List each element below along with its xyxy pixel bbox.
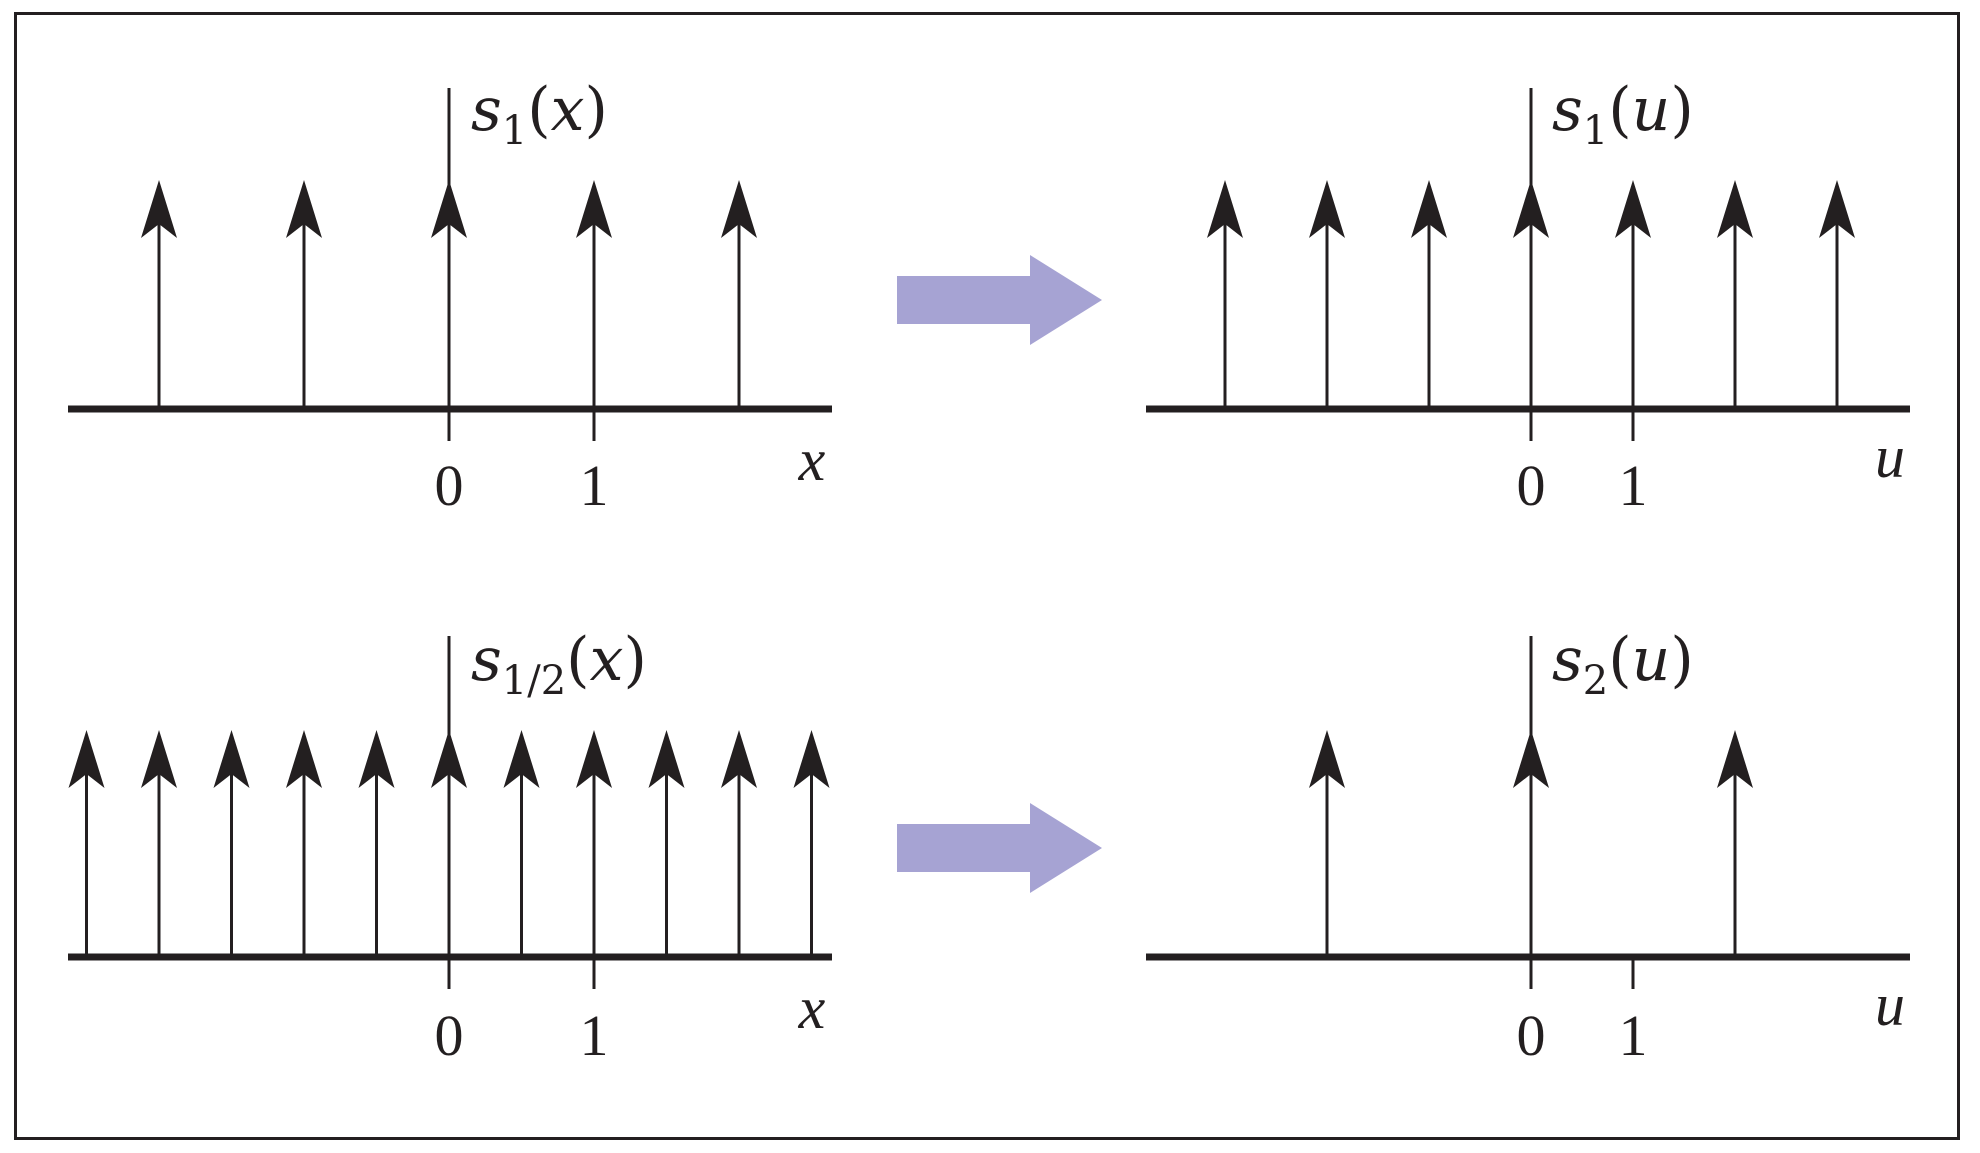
panel-top-left-tick-label-1: 1 <box>580 453 609 518</box>
figure-border <box>14 12 1960 1140</box>
panel-bottom-right-axis-variable: u <box>1875 972 1905 1038</box>
panel-bottom-right-spike-head-2 <box>1717 730 1753 788</box>
panel-bottom-right-function-label: s2(u) <box>1552 625 1694 704</box>
transform-arrow-bottom <box>897 803 1102 893</box>
panel-top-left-spike-head-1 <box>286 180 322 238</box>
panel-bottom-left-spike-head-1 <box>141 730 177 788</box>
panel-bottom-right-spike-head-1 <box>1513 730 1549 788</box>
panel-top-right-spike-head-3 <box>1513 180 1549 238</box>
panel-bottom-left-spike-head-3 <box>286 730 322 788</box>
panel-bottom-left-spike-head-2 <box>213 730 250 788</box>
panel-bottom-left-spike-head-6 <box>503 730 540 788</box>
panel-bottom-left-spike-head-7 <box>576 730 612 788</box>
transform-arrow-top <box>897 255 1102 345</box>
panel-bottom-right-tick-label-0: 0 <box>1517 1003 1546 1068</box>
panel-top-right-spike-head-0 <box>1207 180 1243 238</box>
panel-top-right-spike-head-1 <box>1309 180 1345 238</box>
panel-top-right-function-label: s1(u) <box>1552 75 1694 154</box>
panel-top-left-function-label: s1(x) <box>471 75 608 154</box>
panel-top-left-axis-variable: x <box>798 427 826 493</box>
panel-bottom-left-tick-label-1: 1 <box>580 1003 609 1068</box>
panel-top-right-spike-head-4 <box>1615 180 1651 238</box>
panel-top-right-tick-label-1: 1 <box>1619 453 1648 518</box>
panel-top-left-tick-label-0: 0 <box>435 453 464 518</box>
panel-bottom-left-spike-head-4 <box>358 730 395 788</box>
panel-bottom-left-spike-head-8 <box>648 730 685 788</box>
panel-top-right-spike-head-6 <box>1819 180 1855 238</box>
panel-top-right-spike-head-5 <box>1717 180 1753 238</box>
panel-top-left-spike-head-0 <box>141 180 177 238</box>
panel-bottom-left-spike-head-5 <box>431 730 467 788</box>
panel-bottom-left-spike-head-0 <box>68 730 105 788</box>
panel-bottom-right-spike-head-0 <box>1309 730 1345 788</box>
panel-bottom-left-spike-head-9 <box>721 730 757 788</box>
panel-top-left-spike-head-4 <box>721 180 757 238</box>
panel-bottom-right-tick-label-1: 1 <box>1619 1003 1648 1068</box>
panel-top-left-spike-head-2 <box>431 180 467 238</box>
panel-bottom-left-spike-head-10 <box>793 730 830 788</box>
panel-bottom-left-function-label: s1/2(x) <box>471 625 647 704</box>
panel-bottom-left-tick-label-0: 0 <box>435 1003 464 1068</box>
panel-top-right-tick-label-0: 0 <box>1517 453 1546 518</box>
panel-bottom-left-axis-variable: x <box>798 975 826 1041</box>
panel-top-right-axis-variable: u <box>1875 424 1905 490</box>
panel-top-left-spike-head-3 <box>576 180 612 238</box>
panel-top-right-spike-head-2 <box>1411 180 1447 238</box>
